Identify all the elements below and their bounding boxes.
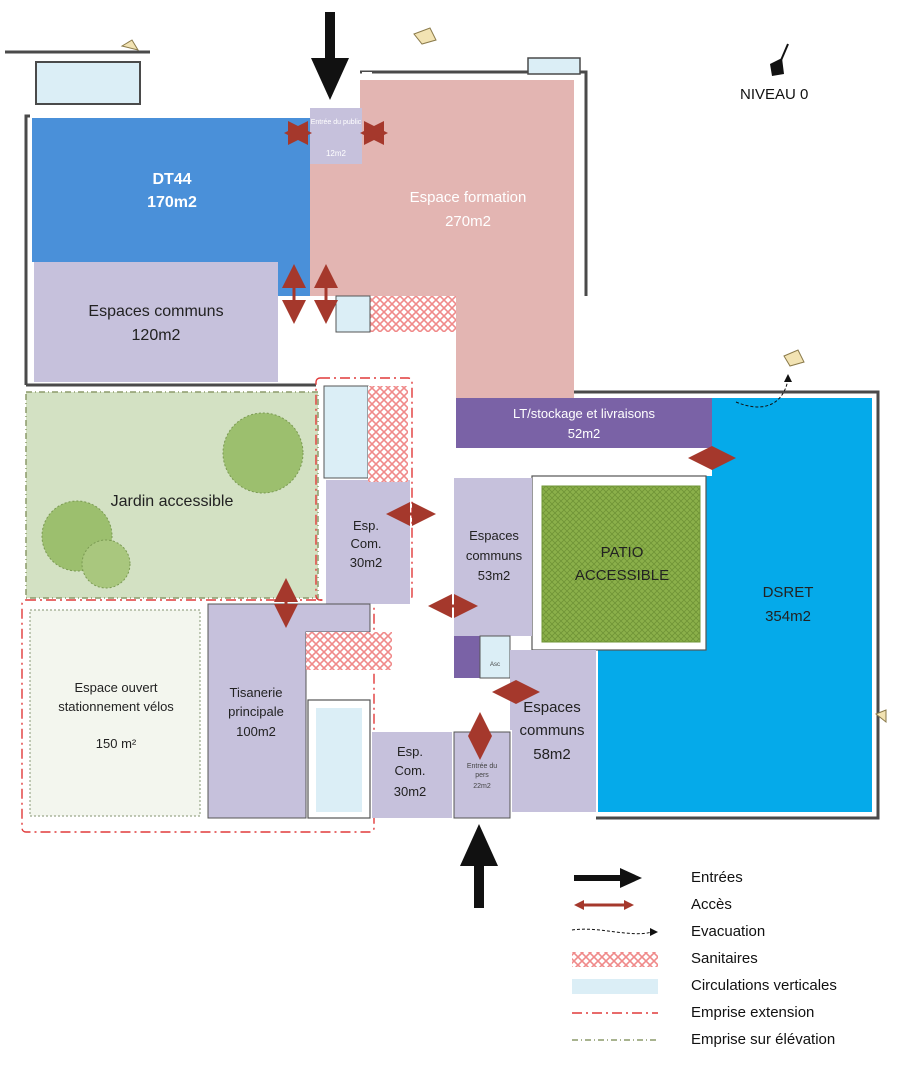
room-stockage bbox=[456, 398, 712, 448]
level-label: NIVEAU 0 bbox=[740, 86, 809, 103]
sanitaires-swatch-icon bbox=[572, 952, 658, 967]
tree-3 bbox=[81, 539, 131, 589]
tisanerie-line2: principale bbox=[228, 704, 284, 719]
communs-120-name: Espaces communs bbox=[88, 303, 223, 320]
room-espaces-communs-120 bbox=[34, 262, 278, 382]
stockage-name: LT/stockage et livraisons bbox=[513, 406, 656, 421]
tisanerie-area: 100m2 bbox=[236, 724, 276, 739]
room-entree-public bbox=[310, 108, 362, 164]
room-dt44 bbox=[32, 118, 310, 262]
stockage-area: 52m2 bbox=[568, 426, 601, 441]
circulation-top bbox=[335, 295, 371, 333]
circulation-swatch-icon bbox=[572, 979, 658, 994]
building-walls bbox=[5, 50, 880, 820]
entree-pers-area: 22m2 bbox=[473, 783, 491, 790]
communs-53-line2: communs bbox=[466, 548, 523, 563]
room-espace-formation bbox=[310, 80, 574, 398]
dt44-area: 170m2 bbox=[147, 194, 197, 211]
patio-line2: ACCESSIBLE bbox=[575, 567, 669, 584]
circulation-bottom-inner bbox=[316, 708, 362, 812]
patio-line1: PATIO bbox=[601, 544, 644, 561]
legend-item-extension: Emprise extension bbox=[570, 1001, 890, 1025]
legend-label: Circulations verticales bbox=[691, 977, 837, 994]
dsret-name: DSRET bbox=[763, 584, 814, 601]
room-dsret bbox=[598, 398, 872, 812]
legend-label: Evacuation bbox=[691, 923, 766, 940]
communs-58-line2: communs bbox=[519, 722, 584, 739]
room-esp-com-b bbox=[372, 732, 452, 818]
access-arrow-icon bbox=[574, 900, 634, 910]
velos-area: 150 m² bbox=[96, 736, 137, 751]
esp-com-a-line1: Esp. bbox=[353, 518, 379, 533]
sanitaires-mid bbox=[368, 386, 408, 482]
entree-pers-line2: pers bbox=[475, 772, 489, 779]
esp-com-b-line2: Com. bbox=[394, 763, 425, 778]
tree-1 bbox=[222, 412, 304, 494]
entry-arrow-icon bbox=[574, 868, 642, 888]
evacuation-path bbox=[735, 379, 789, 408]
legend-label: Emprise extension bbox=[691, 1004, 815, 1021]
compass-icon bbox=[770, 43, 789, 76]
formation-area: 270m2 bbox=[445, 213, 491, 230]
legend-label: Sanitaires bbox=[691, 950, 758, 967]
evacuation-arrowhead bbox=[784, 374, 792, 382]
esp-com-a-area: 30m2 bbox=[350, 555, 383, 570]
communs-58-line1: Espaces bbox=[523, 699, 581, 716]
esp-com-b-line1: Esp. bbox=[397, 744, 423, 759]
entry-arrow-bottom bbox=[460, 824, 498, 908]
door-mark-icons bbox=[120, 27, 887, 724]
legend-label: Emprise sur élévation bbox=[691, 1031, 836, 1048]
legend-item-elevation: Emprise sur élévation bbox=[570, 1028, 890, 1052]
legend-item-acces: Accès bbox=[570, 893, 890, 917]
velos-line1: Espace ouvert bbox=[74, 680, 157, 695]
entree-pers-line1: Entrée du bbox=[467, 763, 497, 770]
tisanerie-line1: Tisanerie bbox=[230, 685, 283, 700]
top-door-mark bbox=[362, 72, 372, 76]
top-left-annex bbox=[35, 61, 141, 105]
sanitaires-bottom bbox=[306, 632, 392, 670]
communs-120-area: 120m2 bbox=[132, 327, 181, 344]
dsret-area: 354m2 bbox=[765, 608, 811, 625]
entree-public-name: Entrée du public bbox=[311, 119, 362, 126]
dt44-name: DT44 bbox=[152, 171, 191, 188]
elevation-line-icon bbox=[572, 1039, 658, 1041]
access-arrows bbox=[274, 121, 736, 760]
esp-com-b-area: 30m2 bbox=[394, 784, 427, 799]
extension-line-icon bbox=[572, 1012, 658, 1014]
formation-name: Espace formation bbox=[410, 189, 527, 206]
entree-public-area: 12m2 bbox=[326, 149, 347, 158]
communs-58-area: 58m2 bbox=[533, 746, 571, 763]
asc-label: Asc bbox=[490, 662, 500, 668]
top-right-annex bbox=[527, 57, 581, 75]
legend-item-sanitaires: Sanitaires bbox=[570, 947, 890, 971]
small-storage bbox=[454, 636, 480, 678]
sanitaires-top bbox=[370, 296, 456, 332]
legend-item-circulations: Circulations verticales bbox=[570, 974, 890, 998]
circulation-mid bbox=[323, 385, 369, 479]
garden-area bbox=[25, 391, 319, 599]
communs-53-line1: Espaces bbox=[469, 528, 519, 543]
patio-fill bbox=[541, 485, 701, 643]
lift-small bbox=[479, 635, 511, 679]
velos-line2: stationnement vélos bbox=[58, 699, 174, 714]
evacuation-icon bbox=[571, 928, 658, 936]
legend-item-entrees: Entrées bbox=[570, 866, 890, 890]
communs-53-area: 53m2 bbox=[478, 568, 511, 583]
jardin-name: Jardin accessible bbox=[111, 493, 234, 510]
legend-item-evacuation: Evacuation bbox=[570, 920, 890, 944]
legend-label: Accès bbox=[691, 896, 732, 913]
bike-parking-area bbox=[29, 609, 201, 817]
legend-label: Entrées bbox=[691, 869, 743, 886]
esp-com-a-line2: Com. bbox=[350, 536, 381, 551]
entry-arrow-top bbox=[311, 12, 349, 100]
room-esp-com-a bbox=[326, 480, 410, 604]
extension-outline bbox=[21, 377, 413, 833]
